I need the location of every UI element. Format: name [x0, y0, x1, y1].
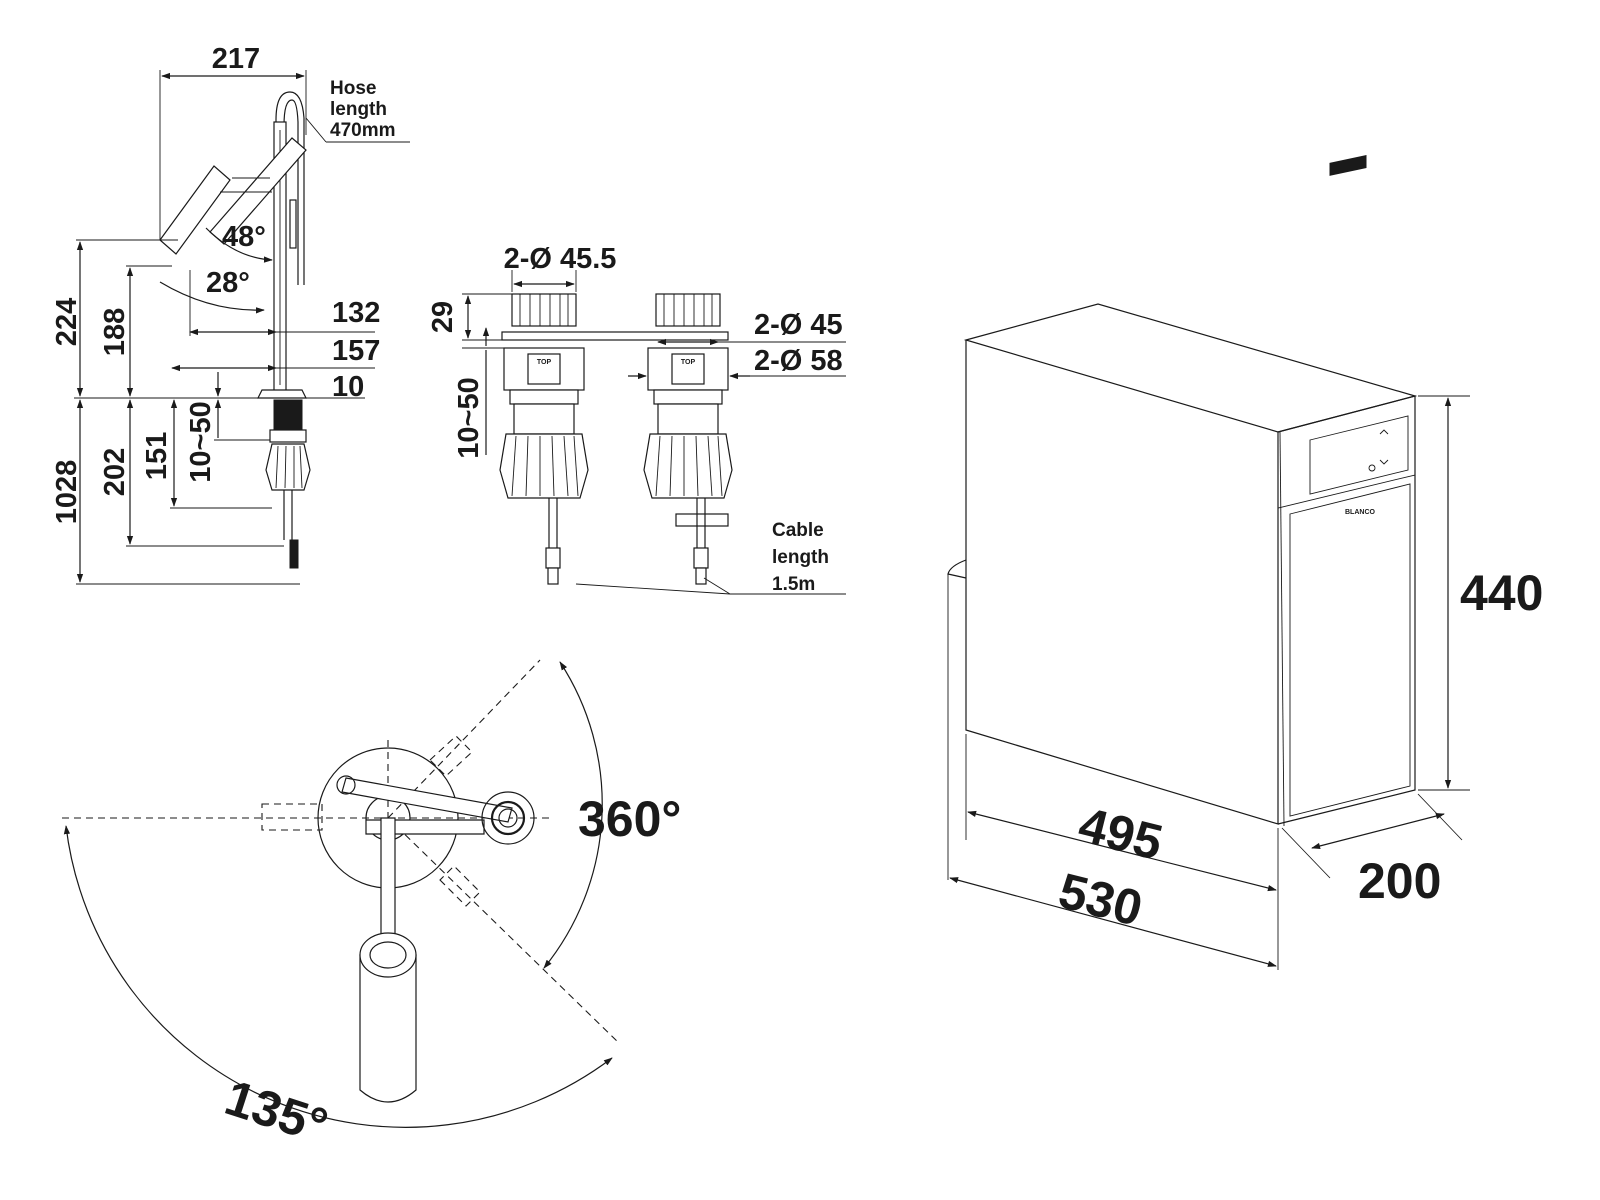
cable-label-2: length	[772, 547, 829, 568]
hose-label-3: 470mm	[330, 120, 396, 141]
dim-440: 440	[1460, 565, 1543, 621]
dim-10: 10	[332, 371, 364, 403]
angle-48: 48°	[222, 221, 266, 253]
top-label-right: TOP	[681, 359, 696, 366]
dim-10-50-faucet: 10~50	[185, 401, 217, 482]
dim-188: 188	[99, 308, 131, 356]
dim-217: 217	[212, 43, 260, 75]
dim-29: 29	[427, 301, 459, 333]
boiler-unit: BLANCO 440 495 530 200	[947, 155, 1543, 970]
dim-200: 200	[1358, 853, 1441, 909]
dim-202: 202	[99, 448, 131, 496]
brand-label: BLANCO	[1345, 509, 1375, 516]
dia-58: 2-Ø 58	[754, 345, 843, 377]
dim-224: 224	[51, 298, 83, 346]
connector-left: TOP	[499, 293, 589, 585]
top-label-left: TOP	[537, 359, 552, 366]
connectors-view: TOP TOP	[427, 243, 846, 595]
dia-45-5: 2-Ø 45.5	[504, 243, 617, 275]
faucet-top-view: 360° 135°	[62, 659, 681, 1154]
dim-132: 132	[332, 297, 380, 329]
angle-28: 28°	[206, 267, 250, 299]
connector-right: TOP	[643, 293, 733, 585]
cable-label-3: 1.5m	[772, 574, 815, 595]
dim-495: 495	[1073, 796, 1168, 871]
dim-157: 157	[332, 335, 380, 367]
dim-10-50-connector: 10~50	[453, 377, 485, 458]
dia-45: 2-Ø 45	[754, 309, 843, 341]
angle-135: 135°	[219, 1069, 335, 1154]
faucet-body	[159, 91, 311, 569]
hose-label-2: length	[330, 99, 387, 120]
dim-530: 530	[1053, 862, 1148, 937]
hose-label-1: Hose	[330, 78, 376, 99]
faucet-side-view: 217 Hose length 470mm 48° 28° 224 188 10…	[51, 43, 410, 585]
dim-1028: 1028	[51, 460, 83, 525]
cable-label-1: Cable	[772, 520, 824, 541]
dim-151: 151	[141, 432, 173, 480]
angle-360: 360°	[578, 791, 681, 847]
